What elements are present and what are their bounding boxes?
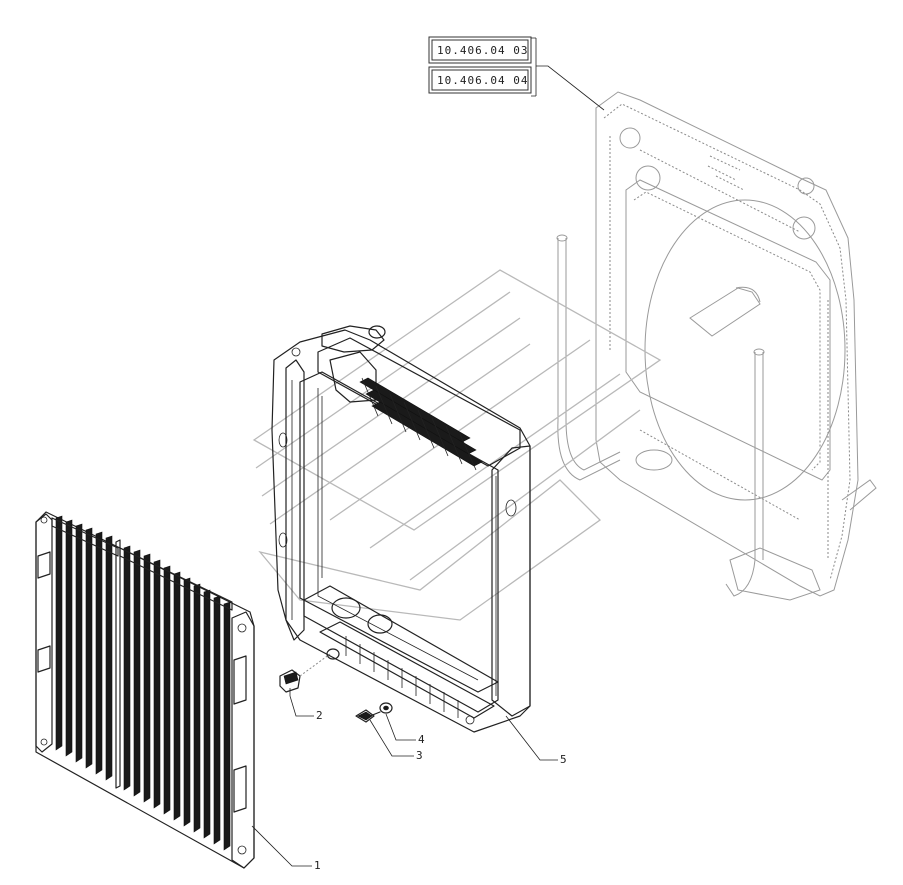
reference-box-2[interactable]: 10.406.04 04: [428, 66, 532, 94]
leader-line-3: [369, 719, 414, 757]
radiator-top-fins: [359, 377, 483, 471]
reference-label-1: 10.406.04 03: [437, 44, 528, 57]
callout-number-5: 5: [560, 753, 567, 766]
reference-label-2: 10.406.04 04: [437, 74, 528, 87]
radiator-bottom-fins: [345, 636, 459, 718]
fan-shroud-assembly: [556, 91, 877, 601]
condenser-fins: [51, 515, 233, 851]
callout-5[interactable]: 5: [505, 715, 567, 766]
leader-line-1: [251, 825, 312, 867]
washer-part-4[interactable]: [379, 702, 393, 714]
leader-line-2: [289, 695, 314, 717]
leader-line-5: [505, 715, 558, 761]
callout-3[interactable]: 3: [369, 719, 423, 762]
callout-number-2: 2: [316, 709, 323, 722]
reference-box-1[interactable]: 10.406.04 03: [428, 36, 532, 64]
callout-2[interactable]: 2: [289, 695, 323, 722]
radiator-part-5[interactable]: [271, 325, 531, 733]
fitting-part-2[interactable]: [279, 653, 331, 696]
callout-1[interactable]: 1: [251, 825, 321, 872]
leader-line-4: [385, 713, 416, 741]
watermark-logo: [252, 269, 662, 621]
callout-number-1: 1: [314, 859, 321, 872]
screw-part-3[interactable]: [355, 709, 381, 723]
reference-bracket: [531, 37, 605, 111]
callout-number-4: 4: [418, 733, 425, 746]
callout-4[interactable]: 4: [385, 713, 425, 746]
callout-number-3: 3: [416, 749, 423, 762]
condenser-part-1[interactable]: [35, 511, 255, 869]
